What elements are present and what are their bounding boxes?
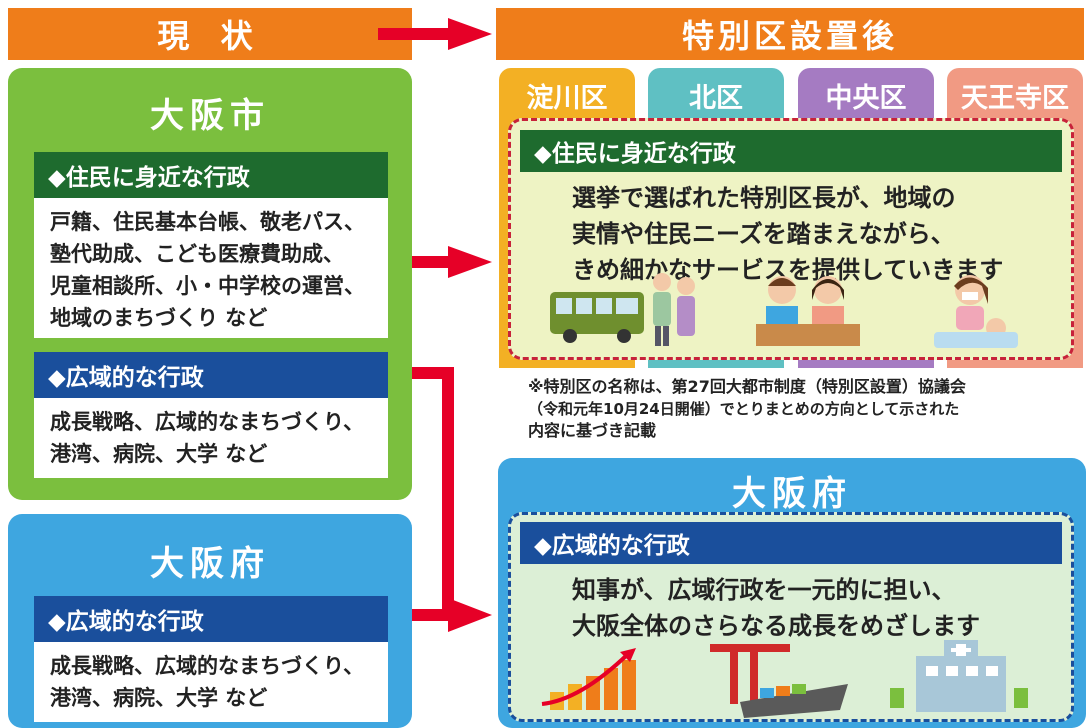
osaka-city-local-line: 児童相談所、小・中学校の運営、 (50, 274, 365, 298)
elderly-couple-illustration (653, 273, 695, 346)
wide-admin-arrow-stem-v (442, 367, 454, 621)
osaka-pref-wide-bar: ◆広域的な行政 (34, 596, 388, 642)
right-pref-wide-bar-label: ◆広域的な行政 (534, 533, 690, 559)
ward-name: 北区 (689, 83, 743, 114)
osaka-pref-title: 大阪府 (150, 544, 270, 584)
current-header-label: 現 状 (157, 17, 263, 55)
right-pref-text: 知事が、広域行政を一元的に担い、 大阪全体のさらなる成長をめざします (572, 572, 1072, 644)
ward-name-note: ※特別区の名称は、第27回大都市制度（特別区設置）協議会 （令和元年10月24日… (528, 376, 1088, 442)
note-line: 内容に基づき記載 (528, 421, 657, 440)
osaka-city-local-bar: ◆住民に身近な行政 (34, 152, 388, 198)
special-ward-text-line: 実情や住民ニーズを踏まえながら、 (572, 220, 955, 248)
special-ward-local-bar: ◆住民に身近な行政 (520, 130, 1062, 172)
ward-name: 中央区 (825, 83, 907, 114)
osaka-city-wide-line: 成長戦略、広域的なまちづくり、 (50, 410, 365, 434)
osaka-city-wide-bar: ◆広域的な行政 (34, 352, 388, 398)
local-admin-arrow (378, 246, 492, 278)
right-osaka-pref-title: 大阪府 (732, 474, 852, 514)
osaka-city-wide-line: 港湾、病院、大学 など (50, 442, 268, 466)
special-ward-local-bar-label: ◆住民に身近な行政 (534, 141, 736, 167)
osaka-pref-wide-line: 成長戦略、広域的なまちづくり、 (50, 654, 365, 678)
special-ward-text-line: 選挙で選ばれた特別区長が、地域の (572, 184, 956, 212)
after-header-label: 特別区設置後 (681, 17, 898, 55)
osaka-city-wide-box: 成長戦略、広域的なまちづくり、 港湾、病院、大学 など (34, 398, 388, 478)
right-pref-wide-bar: ◆広域的な行政 (520, 522, 1062, 564)
osaka-city-local-line: 塾代助成、こども医療費助成、 (50, 242, 344, 266)
right-pref-text-line: 大阪全体のさらなる成長をめざします (572, 612, 980, 640)
osaka-city-local-bar-label: ◆住民に身近な行政 (48, 165, 250, 191)
hospital-illustration (890, 640, 1028, 712)
osaka-pref-wide-box: 成長戦略、広域的なまちづくり、 港湾、病院、大学 など (34, 642, 388, 722)
osaka-pref-wide-line: 港湾、病院、大学 など (50, 686, 268, 710)
current-header: 現 状 (8, 8, 412, 60)
ward-name: 天王寺区 (961, 83, 1069, 114)
right-pref-text-line: 知事が、広域行政を一元的に担い、 (572, 576, 956, 604)
after-header: 特別区設置後 (496, 8, 1084, 60)
note-line: ※特別区の名称は、第27回大都市制度（特別区設置）協議会 (528, 377, 966, 396)
osaka-city-title: 大阪市 (150, 96, 270, 136)
wide-admin-arrow-head (442, 598, 492, 632)
osaka-city-local-line: 戸籍、住民基本台帳、敬老パス、 (50, 210, 365, 234)
special-ward-text: 選挙で選ばれた特別区長が、地域の 実情や住民ニーズを踏まえながら、 きめ細かなサ… (572, 180, 1072, 288)
osaka-city-wide-bar-label: ◆広域的な行政 (48, 365, 204, 391)
osaka-city-local-line: 地域のまちづくり など (50, 306, 268, 330)
osaka-pref-wide-bar-label: ◆広域的な行政 (48, 609, 204, 635)
header-arrow (378, 18, 492, 50)
growth-chart-illustration (541, 648, 636, 710)
port-crane-illustration (710, 644, 848, 718)
osaka-city-local-box: 戸籍、住民基本台帳、敬老パス、 塾代助成、こども医療費助成、 児童相談所、小・中… (34, 198, 388, 338)
students-illustration (756, 276, 860, 346)
bus-illustration (550, 292, 644, 343)
medical-care-illustration (934, 275, 1018, 348)
ward-name: 淀川区 (526, 83, 608, 114)
note-line: （令和元年10月24日開催）でとりまとめの方向として示された (528, 400, 960, 418)
